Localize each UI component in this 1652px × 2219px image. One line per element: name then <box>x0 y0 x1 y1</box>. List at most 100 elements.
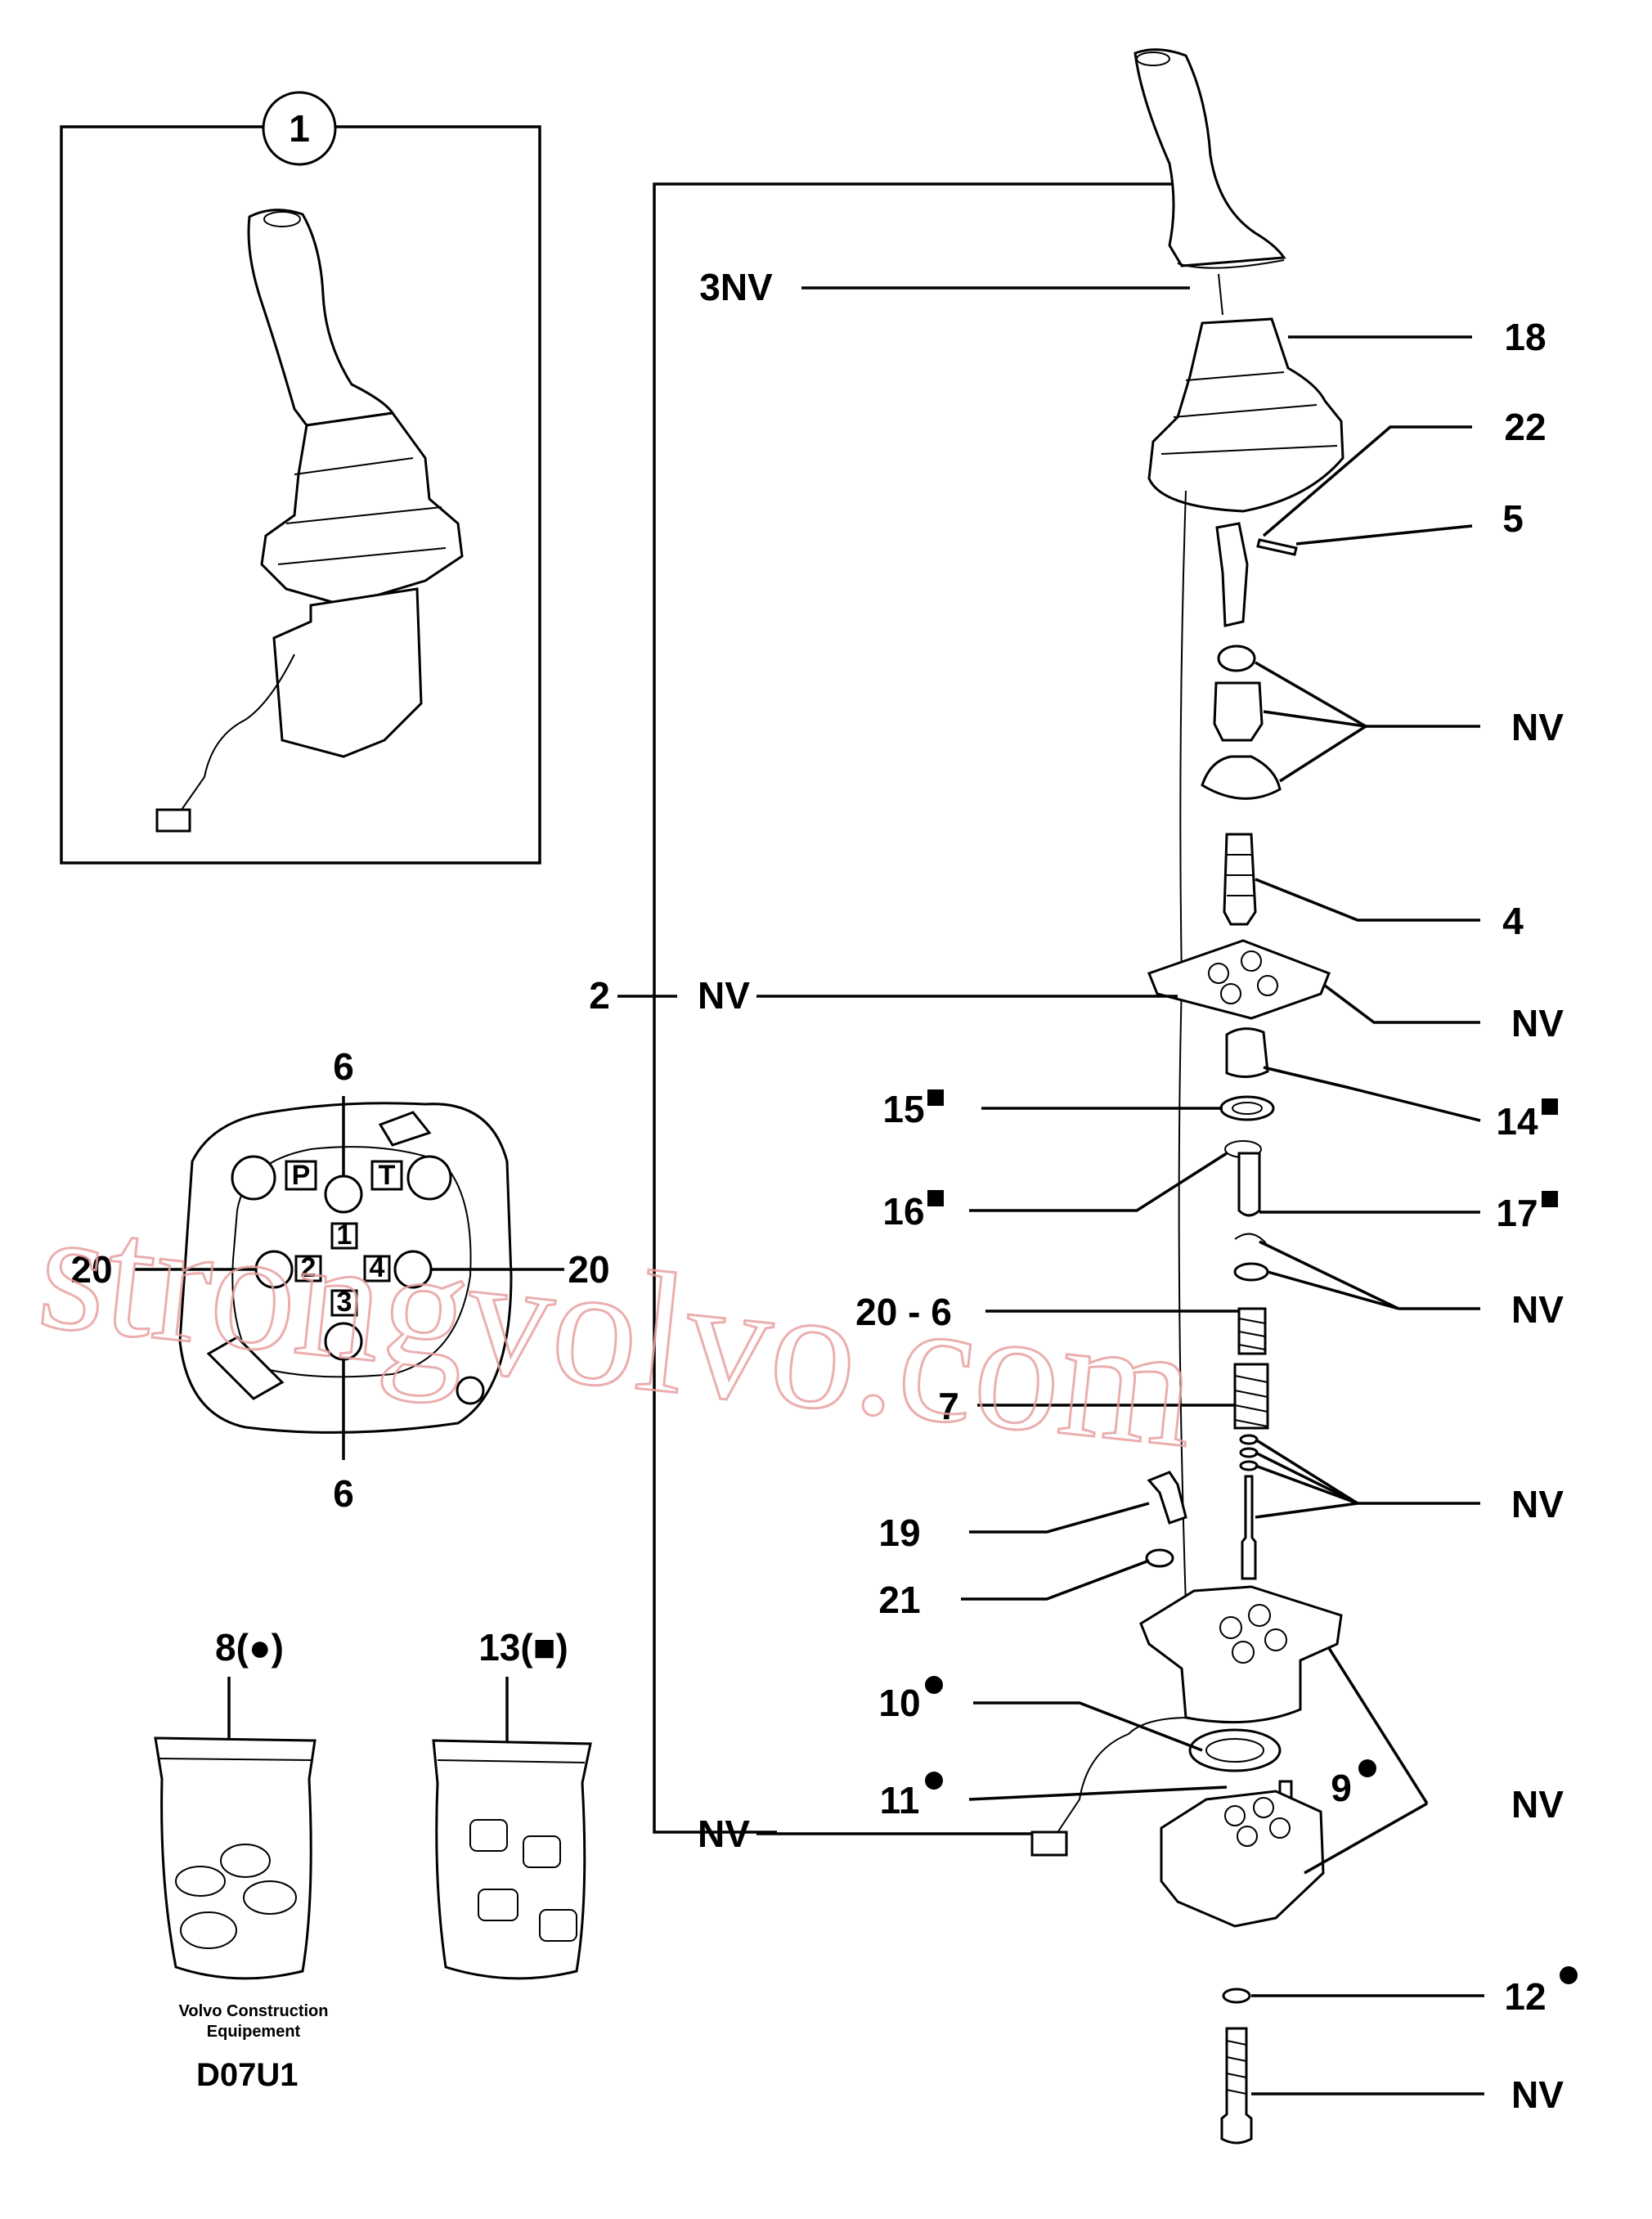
plate-hole <box>1241 950 1262 972</box>
callout-nv-f: NV <box>1511 2073 1564 2116</box>
maker-line-2: Equipement <box>207 2023 301 2041</box>
kit-13-item <box>478 1889 518 1921</box>
leader-5 <box>1295 524 1473 546</box>
leader-nv-d-3 <box>1255 1464 1358 1505</box>
port-letter-t: T <box>379 1160 396 1191</box>
leader-22 <box>1262 425 1472 537</box>
maker-line-1: Volvo Construction <box>179 2002 329 2020</box>
callout-5: 5 <box>1502 497 1524 540</box>
plate-hole <box>1220 983 1241 1004</box>
callout-nv-c: NV <box>1511 1288 1564 1331</box>
leader-nv-a-2 <box>1263 710 1367 728</box>
marker-square-14 <box>1542 1098 1558 1115</box>
housing-upper-port <box>1232 1641 1255 1664</box>
assembly-bracket <box>653 182 1190 1834</box>
callout-22: 22 <box>1504 406 1546 448</box>
assembled-joystick-inset: 1 <box>60 91 541 865</box>
part-housing-upper <box>1139 1585 1343 1724</box>
handle-flange <box>1177 259 1285 269</box>
part-boot-18 <box>1147 317 1344 513</box>
cable <box>1054 1717 1191 1837</box>
part-bolt <box>1220 2027 1253 2145</box>
part-cup <box>1201 755 1282 800</box>
port-number-2: 2 <box>301 1252 316 1283</box>
seal-15-bore <box>1232 1102 1263 1115</box>
inset-handle <box>247 209 395 427</box>
callout-port-left: 20 <box>70 1248 112 1291</box>
part-connector <box>1030 1830 1068 1857</box>
leader-nv-e-1 <box>1327 1647 1429 1804</box>
part-washer <box>1239 1460 1259 1471</box>
leader-nv-e-2 <box>1304 1802 1428 1875</box>
port-letter-p: P <box>292 1160 311 1191</box>
callout-17: 17 <box>1496 1192 1538 1234</box>
leader-14 <box>1263 1066 1481 1122</box>
inset-base <box>272 587 423 758</box>
kit-13-label: 13(■) <box>478 1626 568 1669</box>
callout-2: 2 <box>589 974 610 1017</box>
callout-20-6: 20 - 6 <box>855 1291 952 1333</box>
marker-dot-10 <box>925 1676 943 1694</box>
part-plunger-17 <box>1237 1152 1261 1217</box>
seal-10-bore <box>1205 1738 1264 1763</box>
inset-handle-button <box>263 211 301 227</box>
kit-8: 8(●) <box>154 1626 316 1980</box>
kit-8-label: 8(●) <box>215 1626 284 1669</box>
part-plunger-guide-22 <box>1215 522 1249 627</box>
part-bushing-14 <box>1225 1027 1269 1078</box>
leader-nv-d-4 <box>1255 1502 1358 1519</box>
inset-boot-ribs <box>277 457 447 565</box>
port-box-p <box>285 1160 317 1191</box>
part-nut <box>1217 645 1256 672</box>
part-spring-seat <box>1233 1262 1269 1282</box>
part-washer <box>1239 1447 1259 1458</box>
part-oring-12 <box>1222 1988 1251 2004</box>
spring-20-6-coils <box>1238 1318 1266 1350</box>
part-spindle-4 <box>1223 833 1257 926</box>
leader-19 <box>969 1502 1150 1534</box>
callout-2nv: NV <box>698 974 750 1017</box>
control-wire <box>1178 490 1191 1718</box>
callout-nv-connector: NV <box>698 1812 750 1855</box>
plate-hole <box>1257 975 1278 996</box>
handle-wire <box>1218 273 1223 316</box>
callout-nv-b: NV <box>1511 1002 1564 1044</box>
port-box-2 <box>294 1255 322 1282</box>
callout-7: 7 <box>938 1385 959 1427</box>
kit-13-bag <box>432 1739 592 1980</box>
spring-7-coils <box>1234 1375 1268 1427</box>
housing-upper-port <box>1264 1628 1287 1651</box>
housing-lower-port <box>1253 1797 1274 1818</box>
port-number-4: 4 <box>370 1252 385 1283</box>
kit-13-seal <box>437 1759 586 1763</box>
inset-boot <box>260 411 464 607</box>
callout-4: 4 <box>1502 900 1524 942</box>
kit-13-item <box>469 1819 508 1852</box>
port-layout-view: P T 1 2 3 4 6 6 20 20 <box>70 1045 609 1515</box>
leader-10 <box>973 1701 1203 1752</box>
kit-13-item <box>523 1835 561 1868</box>
marker-dot-12 <box>1560 1966 1578 1984</box>
callout-1: 1 <box>289 107 310 150</box>
callout-18: 18 <box>1504 316 1546 358</box>
port-number-3: 3 <box>337 1287 352 1318</box>
callout-nv-d: NV <box>1511 1483 1564 1525</box>
footer: Volvo Construction Equipement D07U1 <box>179 2002 329 2093</box>
callout-10: 10 <box>878 1682 920 1724</box>
callout-9: 9 <box>1331 1767 1352 1809</box>
port-number-1: 1 <box>337 1220 352 1251</box>
boot-18-ribs <box>1160 371 1338 455</box>
leader-21 <box>961 1559 1150 1601</box>
inset-cable <box>181 654 295 811</box>
housing-lower-port <box>1269 1817 1291 1839</box>
port-box-3 <box>330 1289 358 1317</box>
part-washer-21 <box>1145 1548 1174 1568</box>
housing-upper-port <box>1248 1604 1271 1627</box>
callout-19: 19 <box>878 1512 920 1554</box>
leader-16 <box>969 1152 1228 1212</box>
bolt-threads <box>1226 2040 1247 2095</box>
marker-square-16 <box>927 1190 944 1206</box>
kit-8-seal-ring <box>175 1866 226 1897</box>
port-box-t <box>370 1160 403 1191</box>
part-screw-19 <box>1147 1471 1187 1525</box>
